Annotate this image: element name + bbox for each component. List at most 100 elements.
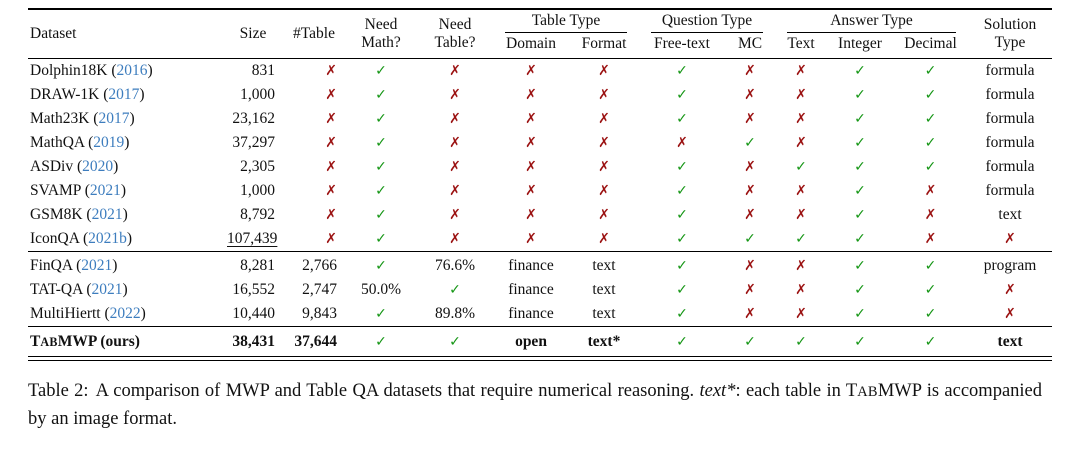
cell-domain: ✗ [493, 179, 569, 203]
cell-format: ✗ [569, 107, 639, 131]
citation-year-link[interactable]: 2022 [109, 305, 141, 322]
dataset-size: 10,440 [232, 305, 275, 322]
cell-domain: open [493, 326, 569, 357]
check-icon: ✓ [854, 207, 866, 223]
table-row: ASDiv (2020)2,305✗✓✗✗✗✓✗✓✓✓formula [28, 155, 1052, 179]
cross-icon: ✗ [795, 111, 807, 127]
cell-free_text: ✓ [639, 179, 725, 203]
cross-icon: ✗ [325, 87, 337, 103]
cross-icon: ✗ [598, 87, 610, 103]
dataset-size: 1,000 [240, 182, 275, 199]
cross-icon: ✗ [924, 207, 937, 223]
cell-num_table: ✗ [283, 155, 345, 179]
citation-year-link[interactable]: 2017 [108, 86, 140, 103]
cross-icon: ✗ [449, 231, 461, 247]
citation-year-link[interactable]: 2020 [82, 158, 114, 175]
cell-free_text: ✓ [639, 326, 725, 357]
cell-format: ✗ [569, 227, 639, 252]
cell-format: ✗ [569, 131, 639, 155]
cross-icon: ✗ [525, 183, 537, 199]
cross-icon: ✗ [744, 282, 756, 298]
paper-page: Dataset Size #Table Need Math? Need Tabl… [28, 8, 1053, 433]
cross-icon: ✗ [525, 111, 537, 127]
cell-decimal: ✓ [893, 83, 968, 107]
cross-icon: ✗ [744, 258, 756, 274]
cell-integer: ✓ [827, 203, 893, 227]
cell-free_text: ✓ [639, 227, 725, 252]
cell-domain: finance [508, 281, 554, 298]
dataset-name: FinQA (2021) [28, 251, 223, 278]
citation-year-link[interactable]: 2017 [98, 110, 130, 127]
cell-format: text* [569, 326, 639, 357]
check-icon: ✓ [375, 306, 387, 322]
cross-icon: ✗ [795, 63, 807, 79]
check-icon: ✓ [375, 87, 387, 103]
citation-year-link[interactable]: 2019 [93, 134, 125, 151]
cell-integer: ✓ [827, 107, 893, 131]
cell-need_math: ✓ [345, 326, 417, 357]
cell-solution: text [998, 206, 1022, 223]
table-row: DRAW-1K (2017)1,000✗✓✗✗✗✓✗✗✓✓formula [28, 83, 1052, 107]
check-icon: ✓ [854, 159, 866, 175]
cell-text: ✗ [775, 179, 827, 203]
cell-integer: ✓ [827, 278, 893, 302]
col-domain: Domain [493, 33, 569, 59]
cell-decimal: ✗ [893, 203, 968, 227]
check-icon: ✓ [676, 183, 688, 199]
cell-domain: ✗ [493, 155, 569, 179]
cross-icon: ✗ [598, 135, 610, 151]
cross-icon: ✗ [449, 159, 461, 175]
check-icon: ✓ [744, 334, 756, 350]
caption-label: Table 2: [28, 381, 89, 401]
dataset-name: GSM8K (2021) [30, 206, 128, 223]
cross-icon: ✗ [598, 111, 610, 127]
cell-text: ✗ [775, 302, 827, 327]
citation-year-link[interactable]: 2021 [89, 182, 121, 199]
cell-text: ✗ [775, 203, 827, 227]
check-icon: ✓ [676, 258, 688, 274]
cell-decimal: ✗ [893, 179, 968, 203]
citation-year-link[interactable]: 2021b [88, 230, 127, 247]
cross-icon: ✗ [744, 183, 756, 199]
cell-mc: ✗ [725, 278, 775, 302]
table-caption: Table 2:A comparison of MWP and Table QA… [28, 378, 1042, 433]
cell-format: text [592, 281, 616, 298]
cross-icon: ✗ [744, 87, 756, 103]
citation-year-link[interactable]: 2021 [81, 257, 113, 274]
citation-year-link[interactable]: 2021 [91, 281, 123, 298]
caption-text: A comparison of MWP and Table QA dataset… [28, 381, 1043, 429]
table-row: MathQA (2019)37,297✗✓✗✗✗✗✓✗✓✓formula [28, 131, 1052, 155]
check-icon: ✓ [924, 334, 937, 350]
citation-year-link[interactable]: 2021 [91, 206, 123, 223]
check-icon: ✓ [924, 111, 937, 127]
cell-text: ✓ [775, 155, 827, 179]
cell-decimal: ✓ [893, 326, 969, 357]
cell-free_text: ✓ [639, 251, 725, 278]
col-num-table: #Table [283, 9, 345, 59]
cell-format: text [592, 305, 616, 322]
dataset-size: 38,431 [223, 326, 283, 357]
col-decimal: Decimal [893, 33, 969, 59]
cell-mc: ✓ [725, 131, 775, 155]
cell-format: text [569, 251, 639, 278]
cell-solution: formula [985, 158, 1035, 175]
cell-solution: formula [985, 110, 1035, 127]
dataset-name: SVAMP (2021) [30, 182, 127, 199]
cell-decimal: ✓ [893, 155, 968, 179]
cell-domain: ✗ [493, 83, 569, 107]
cell-mc: ✓ [725, 326, 775, 357]
cell-integer: ✓ [827, 59, 893, 84]
dataset-size: 8,792 [240, 206, 275, 223]
citation-year-link[interactable]: 2016 [116, 62, 148, 79]
check-icon: ✓ [744, 231, 756, 247]
table-row: Dolphin18K (2016)831✗✓✗✗✗✓✗✗✓✓formula [28, 59, 1052, 84]
cell-text: ✓ [775, 326, 827, 357]
cell-num_table: 9,843 [302, 305, 337, 322]
cell-num_table: 2,747 [302, 281, 337, 298]
cell-free_text: ✓ [639, 203, 725, 227]
cross-icon: ✗ [449, 63, 461, 79]
check-icon: ✓ [854, 231, 866, 247]
